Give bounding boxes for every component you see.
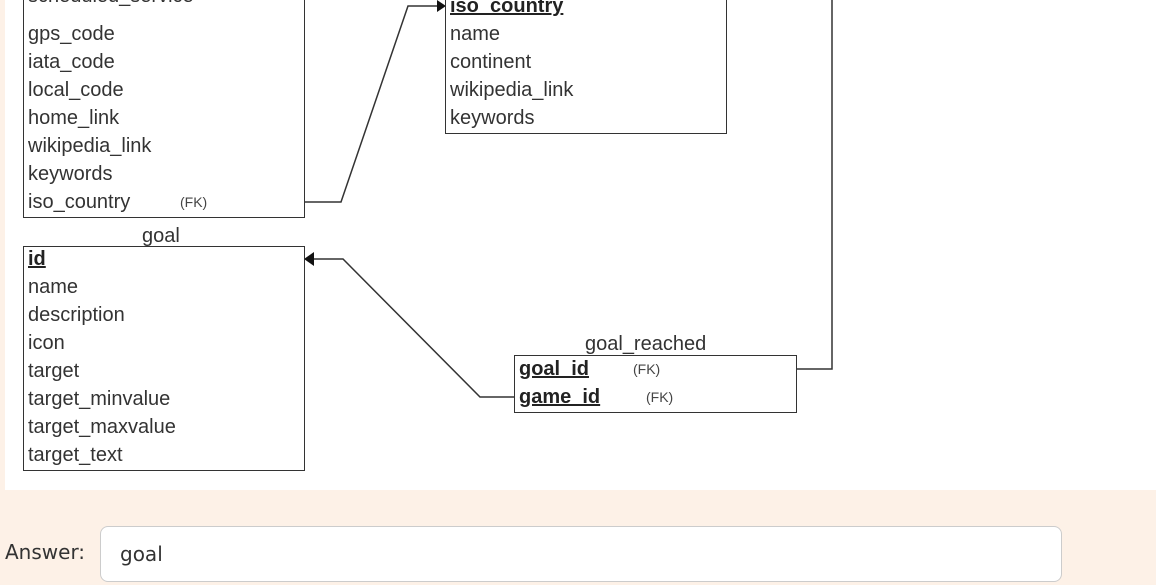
airport-field: iso_country	[28, 191, 131, 213]
country-table: iso_country name continent wikipedia_lin…	[445, 0, 727, 134]
arrowhead-goal	[304, 252, 314, 266]
airport-field: home_link	[28, 107, 120, 129]
fk-label: (FK)	[180, 194, 208, 210]
goal-field: target_minvalue	[28, 388, 171, 410]
relationship-lines	[304, 0, 833, 398]
relation-airport-country	[304, 5, 439, 203]
country-field: keywords	[450, 107, 535, 129]
fk-label: (FK)	[633, 361, 661, 377]
airport-field: scheduled_service	[28, 0, 194, 8]
goal-reached-table: goal_id (FK) game_id (FK)	[514, 355, 797, 413]
goal-field: target_text	[28, 444, 123, 466]
goal-reached-table-title: goal_reached	[585, 333, 707, 355]
airport-field: local_code	[28, 79, 124, 101]
answer-label: Answer:	[5, 540, 86, 564]
airport-field: iata_code	[28, 51, 115, 73]
airport-field: keywords	[28, 163, 113, 185]
goal-field: icon	[28, 332, 65, 354]
goal-table: id name description icon target target_m…	[23, 246, 305, 471]
arrowhead-country	[437, 0, 446, 12]
country-field-pk: iso_country	[450, 0, 564, 17]
airport-table: scheduled_service gps_code iata_code loc…	[23, 0, 305, 218]
relation-goal-reached-game	[796, 0, 833, 370]
goal-reached-field-pk: game_id	[519, 386, 601, 408]
goal-field: target	[28, 360, 80, 382]
airport-field: wikipedia_link	[28, 135, 152, 157]
goal-field: description	[28, 304, 125, 326]
airport-field: gps_code	[28, 23, 115, 45]
country-field: name	[450, 23, 501, 45]
fk-label: (FK)	[646, 389, 674, 405]
goal-field: name	[28, 276, 79, 298]
country-field: continent	[450, 51, 532, 73]
country-field: wikipedia_link	[450, 79, 574, 101]
goal-field: target_maxvalue	[28, 416, 176, 438]
answer-input[interactable]	[100, 526, 1062, 582]
goal-table-title: goal	[142, 225, 180, 247]
goal-reached-field-pk: goal_id	[519, 358, 590, 380]
goal-field-pk: id	[28, 248, 46, 270]
er-diagram: scheduled_service gps_code iata_code loc…	[5, 0, 1156, 490]
relation-goal-reached-goal	[313, 258, 515, 398]
